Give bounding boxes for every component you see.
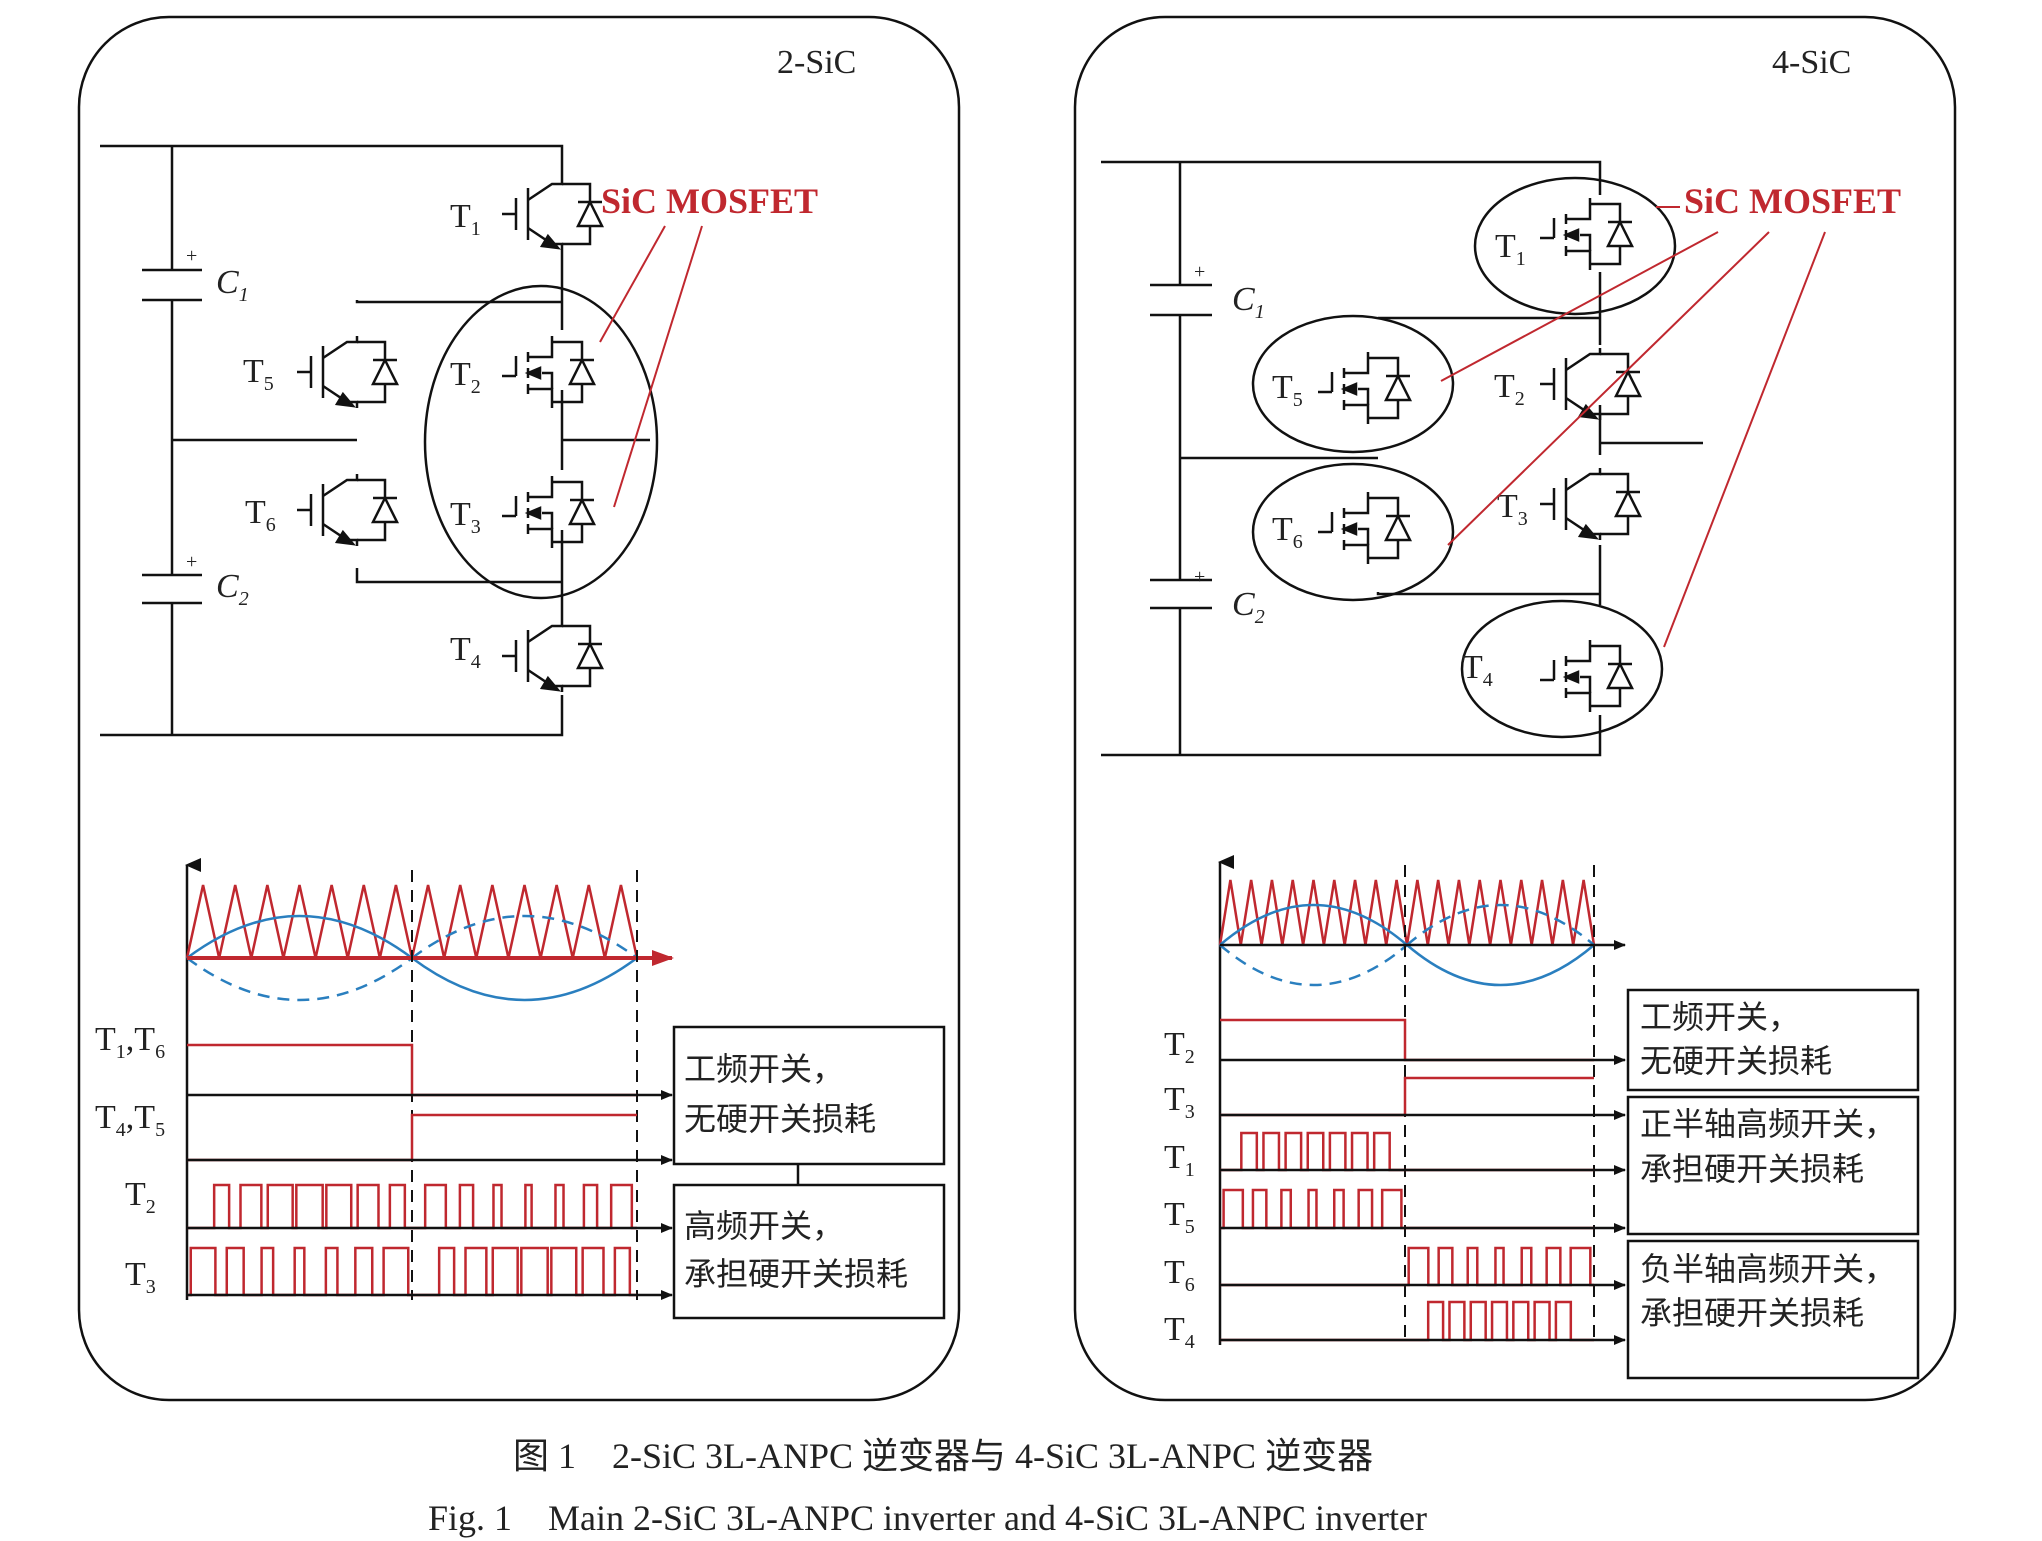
left-circuit [100,144,650,737]
right-reference-pos-dashed [1406,903,1595,946]
left-panel-frame [77,15,961,1402]
right-switch-t4 [1538,638,1634,714]
right-signal-label-t4: T4 [1164,1311,1195,1353]
right-box-pos-half [1626,1095,1920,1236]
right-signal-t6 [1220,1246,1594,1287]
caption-cn: 图 1 2-SiC 3L-ANPC 逆变器与 4-SiC 3L-ANPC 逆变器 [513,1436,1373,1476]
left-waveforms [185,858,674,1300]
left-label-c1: C1 [216,264,249,306]
right-reference-neg-solid [1406,944,1595,987]
left-sic-highlight [423,284,659,600]
left-signal-t1t6 [187,1043,637,1097]
left-switch-t3 [500,474,596,550]
right-mosfet-callout: SiC MOSFET [1684,181,1901,221]
left-label-t5: T5 [243,353,274,395]
right-callout-line-2 [1447,231,1770,546]
left-mosfet-callout: SiC MOSFET [601,181,818,221]
right-signal-t2 [1220,1018,1594,1062]
right-signal-t1 [1220,1131,1594,1172]
right-sic-highlight-t6 [1251,462,1455,602]
left-switch-t4 [500,618,604,694]
left-box-high-freq-l1: 高频开关， [684,1207,844,1245]
left-box-line-freq [672,1025,946,1166]
right-circuit [1101,160,1703,757]
left-box-high-freq-l2: 承担硬开关损耗 [684,1255,908,1293]
right-label-t6: T6 [1272,511,1303,553]
left-plus-c2: + [186,551,197,573]
left-callout-line-1 [599,225,666,343]
right-plus-c2: + [1194,566,1205,588]
right-box-line-freq-l1: 工频开关， [1640,998,1800,1036]
left-label-c2: C2 [216,568,249,610]
right-plus-c1: + [1194,261,1205,283]
left-box-line-freq-l1: 工频开关， [684,1050,844,1088]
left-plus-c1: + [186,245,197,267]
right-signal-label-t6: T6 [1164,1254,1195,1296]
right-box-pos-half-l2: 承担硬开关损耗 [1640,1150,1864,1188]
left-switch-t6 [295,472,399,548]
right-label-t4: T4 [1462,649,1493,691]
left-signal-label-t1t6: T1,T6 [95,1021,165,1063]
right-signal-t4 [1220,1300,1594,1342]
left-switch-t5 [295,334,399,410]
left-reference-pos-solid [186,914,413,960]
right-panel-frame [1073,15,1957,1402]
right-label-t3: T3 [1497,488,1528,530]
right-label-c2: C2 [1232,586,1265,628]
right-waveforms [1218,855,1626,1345]
right-signal-t5 [1220,1188,1594,1230]
right-callout-line-3 [1663,231,1826,648]
left-reference-pos-dashed [411,914,638,960]
left-reference-neg-dashed [186,956,413,1002]
left-signal-t4t5 [187,1113,637,1162]
right-signal-label-t1: T1 [1164,1139,1195,1181]
right-signal-t3 [1220,1076,1594,1117]
right-box-line-freq [1626,988,1920,1092]
left-label-t2: T2 [450,356,481,398]
right-box-neg-half [1626,1239,1920,1380]
left-panel-title: 2-SiC [777,44,856,81]
right-switch-t1 [1538,196,1634,272]
left-reference-neg-solid [411,956,638,1002]
right-label-c1: C1 [1232,281,1265,323]
right-switch-t5 [1316,350,1412,426]
right-switch-t6 [1316,490,1412,566]
left-box-high-freq [672,1183,946,1320]
right-sic-highlight-t4 [1460,599,1664,739]
left-switch-t1 [500,176,604,252]
right-box-neg-half-l2: 承担硬开关损耗 [1640,1294,1864,1332]
left-label-t3: T3 [450,496,481,538]
left-label-t4: T4 [450,631,481,673]
right-sic-highlight-t1 [1473,176,1677,316]
left-signal-label-t3: T3 [125,1256,156,1298]
left-signal-label-t4t5: T4,T5 [95,1099,165,1141]
right-switch-t2 [1538,346,1642,422]
right-reference-pos-solid [1219,903,1408,946]
right-panel-title: 4-SiC [1772,44,1851,81]
right-label-t2: T2 [1494,368,1525,410]
left-signal-label-t2: T2 [125,1176,156,1218]
right-box-neg-half-l1: 负半轴高频开关， [1640,1250,1896,1288]
left-label-t1: T1 [450,198,481,240]
left-callout-line-2 [613,225,703,508]
right-reference-neg-dashed [1219,944,1408,987]
right-box-pos-half-l1: 正半轴高频开关， [1640,1105,1896,1143]
right-sic-highlight-t5 [1251,314,1455,454]
right-signal-label-t3: T3 [1164,1081,1195,1123]
left-switch-t2 [500,334,596,410]
left-label-t6: T6 [245,494,276,536]
right-label-t5: T5 [1272,369,1303,411]
caption-en: Fig. 1 Main 2-SiC 3L-ANPC inverter and 4… [428,1498,1427,1538]
right-switch-t3 [1538,466,1642,542]
right-callout-line-1 [1440,231,1719,382]
left-box-line-freq-l2: 无硬开关损耗 [684,1100,876,1138]
right-label-t1: T1 [1495,228,1526,270]
right-signal-label-t2: T2 [1164,1026,1195,1068]
right-signal-label-t5: T5 [1164,1196,1195,1238]
right-box-line-freq-l2: 无硬开关损耗 [1640,1042,1832,1080]
